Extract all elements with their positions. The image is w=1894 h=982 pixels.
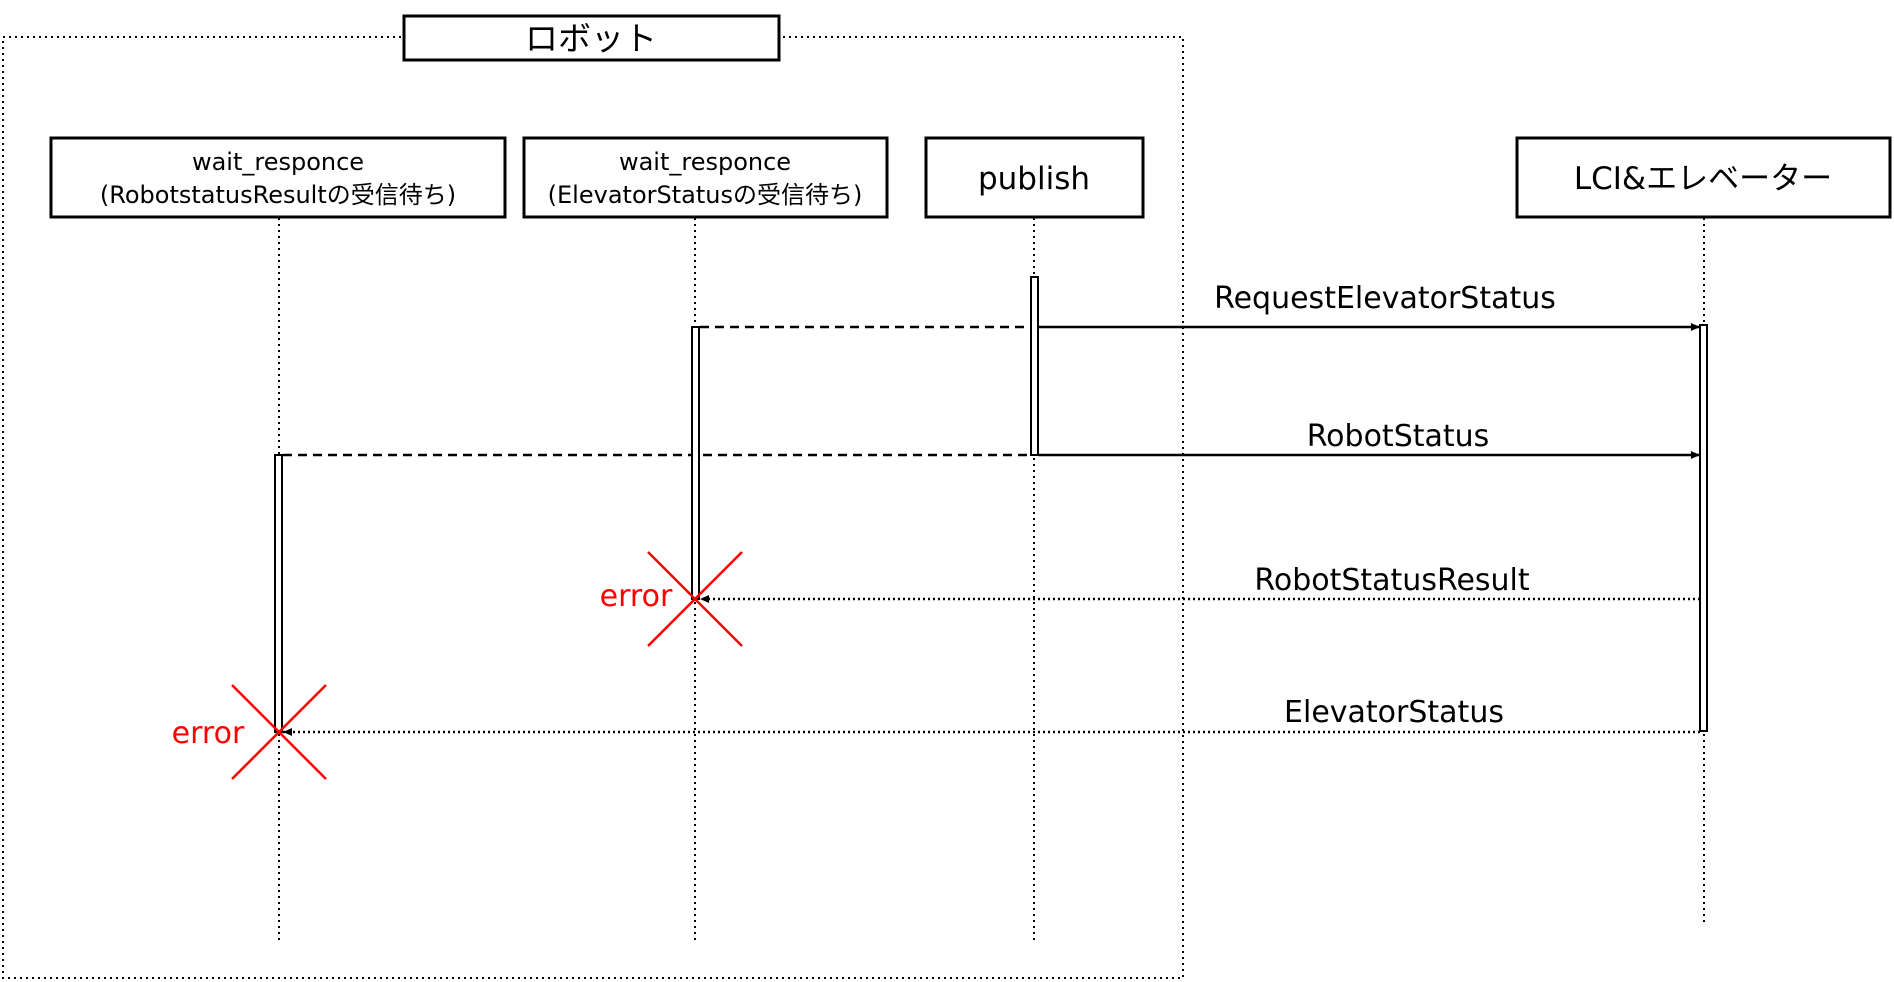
activation-wait-robot <box>274 454 283 733</box>
error-label-wait-elevator: error <box>600 579 673 614</box>
message-robot-status-result-label: RobotStatusResult <box>1254 563 1530 598</box>
robot-frame-title-box <box>402 14 781 62</box>
message-request-elevator-status-label: RequestElevatorStatus <box>1214 281 1556 316</box>
participant-lci-name: LCI&エレベーター <box>1574 161 1832 197</box>
robot-frame-title: ロボット <box>525 19 657 58</box>
activation-wait-elevator <box>691 326 700 600</box>
message-robot-status-label: RobotStatus <box>1307 419 1490 454</box>
participant-wait-elevator-name: wait_responce <box>619 148 791 176</box>
error-label-wait-robot: error <box>172 716 245 751</box>
error-cross-wait-robot-b <box>231 684 327 780</box>
participant-publish-box <box>924 136 1145 219</box>
participant-wait-robot-box <box>49 136 507 219</box>
activation-lci <box>1699 324 1708 732</box>
participant-publish-name: publish <box>978 161 1090 197</box>
participant-wait-elevator-box <box>522 136 889 219</box>
participant-wait-robot-note: (RobotstatusResultの受信待ち) <box>100 181 456 209</box>
error-cross-wait-elevator-b <box>647 551 743 647</box>
message-elevator-status-label: ElevatorStatus <box>1284 695 1504 730</box>
activation-publish <box>1030 276 1039 456</box>
participant-wait-elevator-note: (ElevatorStatusの受信待ち) <box>548 181 863 209</box>
participant-wait-robot-name: wait_responce <box>192 148 364 176</box>
participant-lci-box <box>1515 136 1892 219</box>
